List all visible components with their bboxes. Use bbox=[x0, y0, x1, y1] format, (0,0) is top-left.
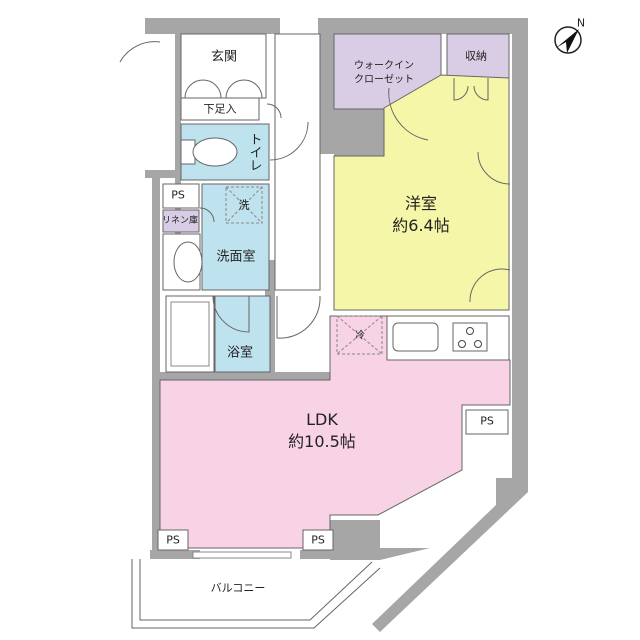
label-ps-4: PS bbox=[311, 533, 325, 547]
label-entrance: 玄関 bbox=[210, 49, 238, 65]
ps-box-3 bbox=[157, 529, 189, 551]
balcony-window[interactable] bbox=[192, 551, 292, 559]
label-fridge: 冷 bbox=[355, 330, 365, 342]
stove-icon bbox=[452, 322, 488, 352]
label-washer: 洗 bbox=[238, 198, 250, 212]
label-walk-in-closet-1: ウォークイン bbox=[354, 60, 414, 72]
washer-space bbox=[225, 186, 263, 224]
label-toilet: トイレ bbox=[246, 132, 262, 172]
north-arrow-icon bbox=[554, 26, 582, 54]
label-western-room-size: 約6.4帖 bbox=[392, 215, 450, 235]
label-washroom: 洗面室 bbox=[216, 249, 256, 265]
bathtub bbox=[170, 301, 210, 367]
western-room bbox=[333, 74, 510, 311]
label-ps-2: PS bbox=[480, 414, 494, 428]
label-bathroom: 浴室 bbox=[226, 345, 254, 361]
sink-icon bbox=[173, 241, 203, 283]
compass-label: N bbox=[576, 16, 586, 30]
label-ldk-size: 約10.5帖 bbox=[288, 431, 356, 451]
label-shoe-storage: 下足入 bbox=[203, 102, 237, 116]
label-linen: リネン庫 bbox=[161, 215, 199, 226]
label-ldk: LDK bbox=[306, 409, 338, 429]
label-ps-1: PS bbox=[171, 188, 185, 202]
kitchen-sink-icon bbox=[392, 322, 439, 352]
linen-closet bbox=[162, 209, 200, 233]
label-western-room: 洋室 bbox=[404, 193, 438, 213]
ps-box-4 bbox=[302, 529, 334, 551]
toilet-bowl-icon bbox=[192, 137, 238, 167]
label-ps-3: PS bbox=[166, 533, 180, 547]
shoe-storage bbox=[180, 97, 260, 121]
label-balcony: バルコニー bbox=[210, 581, 266, 595]
ps-box-2 bbox=[465, 409, 509, 435]
fridge-space bbox=[336, 315, 383, 355]
entrance-area bbox=[180, 33, 267, 99]
balcony-rail bbox=[139, 559, 373, 621]
bathroom bbox=[214, 295, 271, 373]
washroom bbox=[201, 183, 270, 291]
door-swings bbox=[119, 41, 511, 339]
label-storage: 収納 bbox=[465, 49, 487, 63]
walls bbox=[145, 18, 528, 632]
label-walk-in-closet-2: クローゼット bbox=[354, 74, 414, 86]
ps-box-1 bbox=[162, 183, 200, 209]
hallway bbox=[274, 33, 321, 291]
